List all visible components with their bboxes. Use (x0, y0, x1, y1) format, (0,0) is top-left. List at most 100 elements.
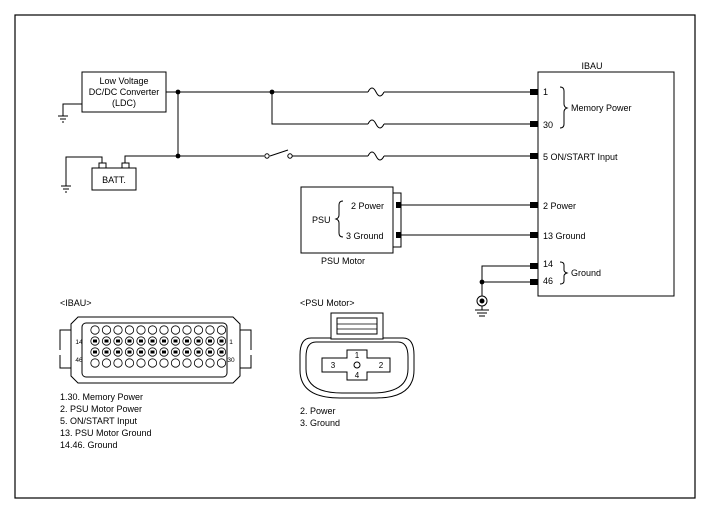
ibau-connector-title: <IBAU> (60, 298, 92, 308)
ibau-pin-cavity (193, 358, 204, 368)
ibau-connector-pin-30: 30 (227, 357, 235, 364)
ibau-pin-30: 30 (543, 120, 553, 130)
wires (124, 87, 531, 296)
ibau-pin-terminal (104, 339, 109, 343)
ibau-pin-terminal (93, 339, 97, 343)
ibau-pin-cavity (124, 358, 135, 368)
ibau-pin-cavity (90, 358, 100, 368)
ibau-pin-terminal (196, 339, 201, 343)
ibau-pin-cavity (159, 358, 169, 368)
ibau-pin-cavity (136, 358, 146, 368)
ibau-pin-cavity (113, 358, 123, 368)
switch-contacts (264, 153, 293, 159)
ibau-legend-line: 5. ON/START Input (60, 416, 138, 426)
ibau-pin-terminal (139, 339, 143, 343)
memory-power-brace (559, 86, 569, 129)
ibau-pin-cavity (147, 325, 158, 335)
ibau-pin-cavity (182, 325, 192, 335)
ibau-pin-terminal (104, 350, 109, 354)
ibau-pin-cavity (216, 358, 227, 368)
ibau-legend-line: 14.46. Ground (60, 440, 118, 450)
ibau-pin-cavity (170, 325, 181, 335)
ibau-pin-cavity (101, 358, 112, 368)
ibau-connector-pin-14: 14 (75, 339, 83, 346)
ibau-pin-cavity (147, 358, 158, 368)
ibau-pin-2: 2 Power (543, 201, 576, 211)
ibau-pin-terminal (127, 339, 132, 343)
battery-ground-symbol (61, 156, 103, 193)
ibau-pin-cavity (101, 325, 112, 335)
ibau-pin-13: 13 Ground (543, 231, 586, 241)
ibau-title: IBAU (581, 61, 602, 71)
ibau-connector: <IBAU> 14 1 46 30 1.30. Memory Power 2. … (59, 298, 252, 450)
ibau-pin-terminal (208, 350, 212, 354)
ground-brace (559, 261, 569, 285)
ldc-label-line3: (LDC) (112, 98, 136, 108)
ibau-pin-cavity (205, 325, 215, 335)
ibau-pin-terminal (150, 339, 155, 343)
chassis-ground-symbol (475, 295, 489, 317)
ibau-pin-terminal (93, 350, 97, 354)
ibau-block: IBAU 1 30 5 ON/START Input 2 Power 13 Gr… (530, 61, 675, 297)
ibau-pin-terminal (139, 350, 143, 354)
ibau-pin-cavity (124, 325, 135, 335)
ibau-pin-terminal (173, 339, 178, 343)
ibau-pin-terminals (530, 89, 538, 285)
ibau-pin-cavity (113, 325, 123, 335)
ibau-pin-terminal (173, 350, 178, 354)
ibau-pin-terminal (185, 350, 189, 354)
battery-label: BATT. (102, 175, 126, 185)
ldc-ground-symbol (58, 103, 82, 123)
ibau-pin-cavity (182, 358, 192, 368)
psu-legend-line: 3. Ground (300, 418, 340, 428)
ibau-pin-terminal (127, 350, 132, 354)
ibau-pin-terminal (162, 350, 166, 354)
ibau-pin-1: 1 (543, 87, 548, 97)
psu-connector-pin-1: 1 (355, 351, 360, 360)
ibau-pin-cavity (170, 358, 181, 368)
ibau-pin-cavity (193, 325, 204, 335)
ibau-pin-cavity (216, 325, 227, 335)
diagram-frame (14, 14, 696, 499)
ibau-pin-terminal (150, 350, 155, 354)
ibau-connector-pin-1: 1 (229, 339, 233, 346)
psu-motor-connector: <PSU Motor> 1 2 3 4 2. Power 3. Ground (299, 298, 415, 428)
psu-connector-pin-4: 4 (355, 371, 360, 380)
ldc-block: Low Voltage DC/DC Converter (LDC) (81, 71, 167, 113)
psu-pin-3: 3 Ground (346, 231, 384, 241)
psu-motor-block: PSU 2 Power 3 Ground PSU Motor (300, 186, 402, 266)
ibau-pin-terminal (219, 339, 224, 343)
psu-connector-pin-3: 3 (331, 361, 336, 370)
psu-connector-pin-2: 2 (379, 361, 384, 370)
ldc-label-line1: Low Voltage (99, 76, 148, 86)
ibau-legend-line: 13. PSU Motor Ground (60, 428, 152, 438)
ibau-pin-cavity (90, 325, 100, 335)
ibau-legend-line: 1.30. Memory Power (60, 392, 143, 402)
ibau-connector-pin-46: 46 (75, 357, 83, 364)
ibau-pin-cavity (136, 325, 146, 335)
ibau-pin-terminal (219, 350, 224, 354)
ibau-pin-cavity (159, 325, 169, 335)
ibau-pin-terminal (116, 339, 120, 343)
battery-block: BATT. (91, 162, 137, 191)
ibau-pin-14: 14 (543, 259, 553, 269)
ibau-pin-terminal (162, 339, 166, 343)
psu-connector-title: <PSU Motor> (300, 298, 355, 308)
psu-legend-line: 2. Power (300, 406, 336, 416)
ibau-ground-label: Ground (571, 268, 601, 278)
ibau-pin-terminal (208, 339, 212, 343)
ibau-legend-line: 2. PSU Motor Power (60, 404, 142, 414)
ibau-pin-grid (90, 325, 227, 368)
ibau-pin-terminal (196, 350, 201, 354)
ibau-pin-cavity (205, 358, 215, 368)
junction-dots (175, 89, 485, 285)
ibau-memory-power-label: Memory Power (571, 103, 632, 113)
psu-caption: PSU Motor (321, 256, 365, 266)
ibau-pin-terminal (185, 339, 189, 343)
ibau-pin-5: 5 ON/START Input (543, 152, 618, 162)
psu-label: PSU (312, 215, 331, 225)
ibau-pin-46: 46 (543, 276, 553, 286)
ibau-pin-terminal (116, 350, 120, 354)
psu-brace (334, 200, 344, 238)
